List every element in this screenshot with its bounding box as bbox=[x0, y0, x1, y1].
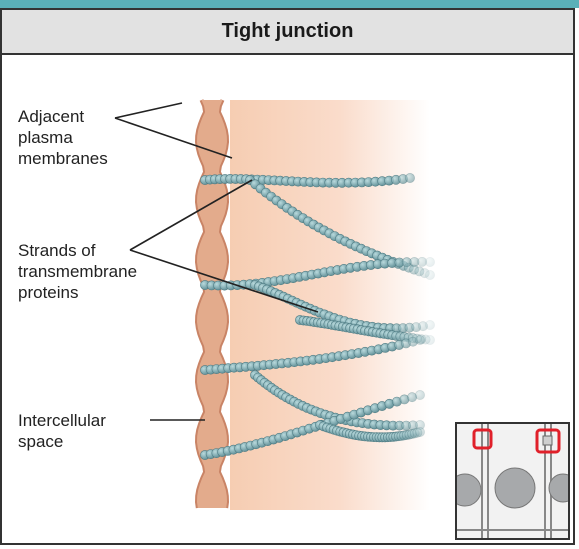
protein-bead bbox=[425, 320, 435, 330]
label-line: transmembrane bbox=[18, 262, 138, 281]
inset-nucleus bbox=[457, 473, 482, 507]
label-line: Adjacent bbox=[18, 107, 85, 126]
protein-bead bbox=[425, 257, 435, 267]
figure-title: Tight junction bbox=[221, 20, 354, 42]
label-intercellular-space: Intercellular space bbox=[18, 410, 106, 452]
adjacent-cell bbox=[230, 100, 430, 510]
label-line: plasma bbox=[18, 128, 73, 147]
inset-highlight-box bbox=[535, 428, 561, 454]
inset-nucleus bbox=[548, 473, 568, 503]
leader-lines bbox=[114, 102, 319, 421]
label-line: proteins bbox=[18, 283, 79, 302]
leader-line bbox=[129, 179, 253, 251]
inset-nucleus bbox=[494, 467, 536, 509]
plasma-membranes bbox=[194, 99, 230, 509]
intercellular-space-region bbox=[197, 100, 227, 508]
protein-strands bbox=[200, 173, 435, 460]
label-line: space bbox=[18, 432, 64, 451]
leader-line bbox=[129, 249, 319, 313]
protein-bead bbox=[405, 173, 415, 183]
protein-bead bbox=[425, 270, 435, 280]
protein-bead bbox=[415, 427, 425, 437]
label-line: Intercellular bbox=[18, 411, 106, 430]
top-color-band bbox=[0, 0, 579, 8]
inset-highlight-box bbox=[472, 428, 493, 450]
leader-line bbox=[114, 102, 183, 119]
label-line: membranes bbox=[18, 149, 108, 168]
label-strands-of-transmembrane-proteins: Strands of transmembrane proteins bbox=[18, 240, 137, 303]
protein-bead bbox=[415, 390, 425, 400]
inset-diagram bbox=[455, 422, 570, 540]
protein-bead bbox=[415, 335, 425, 345]
label-adjacent-plasma-membranes: Adjacent plasma membranes bbox=[18, 106, 108, 169]
title-bar: Tight junction bbox=[2, 10, 573, 55]
label-line: Strands of bbox=[18, 241, 96, 260]
protein-bead bbox=[425, 335, 435, 345]
leader-line bbox=[114, 117, 233, 159]
